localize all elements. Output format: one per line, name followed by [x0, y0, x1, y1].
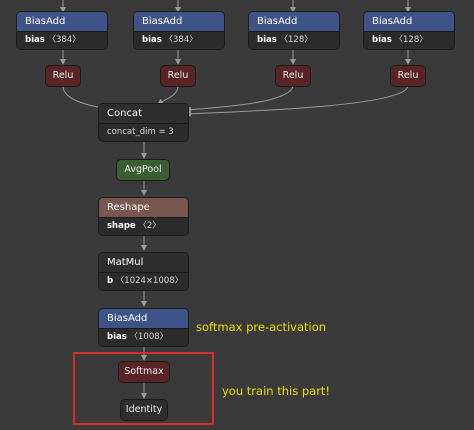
node-relu-1[interactable]: Relu [46, 66, 80, 86]
edge-relu2-concat [157, 85, 179, 105]
attr-value: 〈384〉 [164, 35, 198, 45]
attr-value: 〈2〉 [138, 221, 161, 231]
node-attribute: bias 〈384〉 [134, 31, 224, 49]
node-biasadd-final[interactable]: BiasAdd bias 〈1008〉 [99, 309, 188, 346]
node-relu-2[interactable]: Relu [161, 66, 195, 86]
node-attribute: b 〈1024×1008〉 [99, 272, 188, 290]
node-identity[interactable]: Identity [121, 400, 167, 420]
attr-name: bias [372, 35, 392, 45]
node-title: Concat [99, 104, 188, 123]
node-relu-4[interactable]: Relu [391, 66, 425, 86]
attr-name: bias [107, 332, 127, 342]
node-softmax[interactable]: Softmax [119, 362, 169, 382]
node-title: Reshape [99, 198, 188, 217]
node-title: BiasAdd [249, 12, 339, 31]
attr-name: b [107, 276, 114, 286]
node-matmul[interactable]: MatMul b 〈1024×1008〉 [99, 253, 188, 290]
edge-relu3-concat [185, 85, 294, 113]
attr-value: 〈384〉 [47, 35, 81, 45]
node-attribute: shape 〈2〉 [99, 217, 188, 235]
node-attribute: bias 〈128〉 [249, 31, 339, 49]
node-biasadd-4[interactable]: BiasAdd bias 〈128〉 [364, 12, 454, 49]
edge-relu1-concat [62, 85, 105, 111]
node-reshape[interactable]: Reshape shape 〈2〉 [99, 198, 188, 235]
annotation-train-part: you train this part! [222, 384, 331, 398]
node-relu-3[interactable]: Relu [276, 66, 310, 86]
node-avgpool[interactable]: AvgPool [117, 160, 169, 180]
node-concat[interactable]: Concat concat_dim = 3 [99, 104, 188, 141]
node-attribute: bias 〈128〉 [364, 31, 454, 49]
attr-name: bias [142, 35, 162, 45]
attr-name: shape [107, 221, 136, 231]
node-title: BiasAdd [134, 12, 224, 31]
node-title: MatMul [99, 253, 188, 272]
node-title: BiasAdd [364, 12, 454, 31]
node-biasadd-1[interactable]: BiasAdd bias 〈384〉 [17, 12, 107, 49]
attr-name: bias [257, 35, 277, 45]
node-title: BiasAdd [99, 309, 188, 328]
node-attribute: concat_dim = 3 [99, 123, 188, 141]
node-biasadd-3[interactable]: BiasAdd bias 〈128〉 [249, 12, 339, 49]
node-attribute: bias 〈384〉 [17, 31, 107, 49]
edge-relu4-concat [185, 85, 409, 117]
attr-value: 〈1008〉 [129, 332, 169, 342]
attr-value: 〈128〉 [394, 35, 428, 45]
highlight-box [73, 352, 214, 425]
annotation-preactivation: softmax pre-activation [196, 320, 327, 334]
attr-value: 〈128〉 [279, 35, 313, 45]
node-biasadd-2[interactable]: BiasAdd bias 〈384〉 [134, 12, 224, 49]
attr-name: bias [25, 35, 45, 45]
node-attribute: bias 〈1008〉 [99, 328, 188, 346]
node-title: BiasAdd [17, 12, 107, 31]
attr-value: 〈1024×1008〉 [115, 276, 184, 286]
